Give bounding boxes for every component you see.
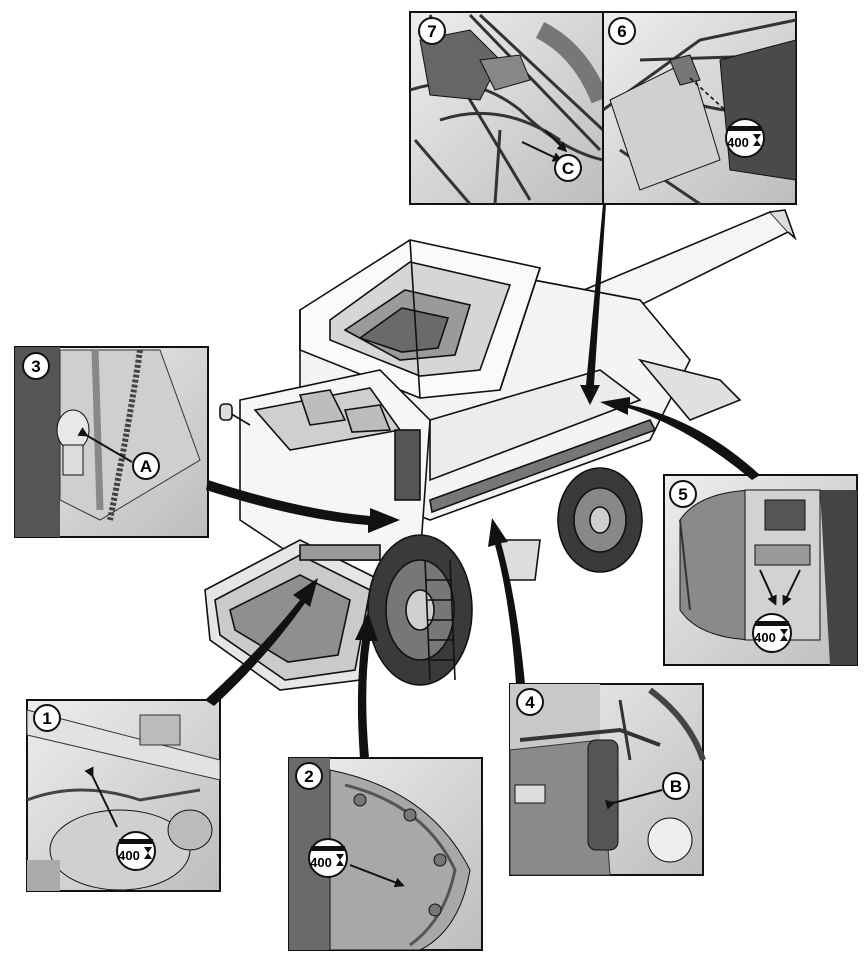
arrow-panel-4 [488, 518, 525, 684]
panel-2-interval: 400 [310, 855, 332, 870]
detail-panel-7: 7 C [409, 11, 609, 205]
panel-2-number-badge [295, 762, 323, 790]
panel-5-interval: 400 [754, 630, 776, 645]
hourglass-icon [144, 847, 152, 859]
hourglass-icon [336, 854, 344, 866]
detail-panel-2: 400 2 [288, 757, 483, 951]
panel-4-number-badge [516, 688, 544, 716]
callout-a: A [140, 457, 152, 476]
panel-2-number: 2 [304, 767, 313, 786]
detail-panel-6: 400 6 [602, 11, 797, 206]
panel-4-number: 4 [525, 693, 535, 712]
arrow-panel-6 [580, 204, 606, 405]
leader-arrows [205, 204, 760, 758]
panel-6-interval: 400 [727, 135, 749, 150]
panel-6-number-badge [608, 17, 636, 45]
detail-panel-3: A 3 [14, 346, 209, 538]
arrow-panel-1 [205, 578, 318, 706]
callout-c-badge [554, 154, 582, 182]
arrow-panel-5 [600, 397, 760, 480]
arrow-panel-3 [206, 480, 400, 533]
panel-5-number-badge [669, 480, 697, 508]
arrow-panel-2 [355, 612, 378, 758]
panel-3-number-badge [22, 352, 50, 380]
detail-panel-5: 400 5 [663, 474, 858, 666]
panel-1-number: 1 [42, 709, 51, 728]
hourglass-icon [753, 134, 761, 146]
callout-c: C [562, 159, 574, 178]
panel-5-number: 5 [678, 485, 687, 504]
hourglass-icon [780, 629, 788, 641]
detail-panel-1: 400 1 [26, 699, 221, 892]
callout-b-badge [662, 772, 690, 800]
panel-6-number: 6 [617, 22, 626, 41]
combine-harvester [204, 209, 797, 691]
access-ladder [424, 559, 456, 681]
panel-1-number-badge [33, 704, 61, 732]
detail-panel-4: B 4 [509, 683, 706, 876]
panel-1-interval: 400 [118, 848, 140, 863]
panel-3-number: 3 [31, 357, 40, 376]
panel-7-number-badge [418, 17, 446, 45]
callout-a-badge [132, 452, 160, 480]
callout-b: B [670, 777, 682, 796]
panel-7-number: 7 [427, 22, 436, 41]
